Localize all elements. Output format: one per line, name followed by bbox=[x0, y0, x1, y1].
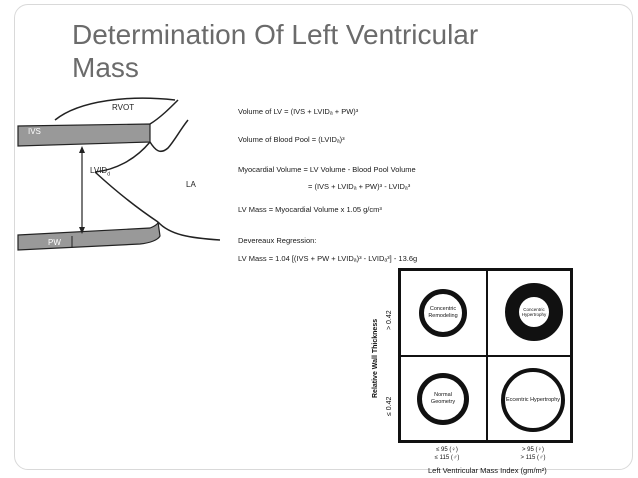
x-axis-title: Left Ventricular Mass Index (gm/m²) bbox=[428, 466, 547, 475]
lvid-arrow-head-bottom bbox=[79, 227, 85, 234]
y-lower-label: ≤ 0.42 bbox=[386, 396, 393, 416]
ivs-label: IVS bbox=[28, 127, 41, 136]
la-label: LA bbox=[186, 180, 196, 189]
x-left-labels: ≤ 95 (♀) ≤ 115 (♂) bbox=[422, 446, 472, 462]
aortic-root bbox=[149, 99, 179, 125]
eq-devereaux-title: Devereaux Regression: bbox=[238, 236, 317, 245]
ring-concentric-remodeling: Concentric Remodeling bbox=[419, 289, 467, 337]
rvot-label: RVOT bbox=[112, 103, 135, 112]
x-left-label-1: ≤ 95 (♀) bbox=[436, 447, 458, 453]
y-axis-title: Relative Wall Thickness bbox=[372, 318, 379, 398]
pw-label: PW bbox=[48, 238, 61, 247]
eq-lv-mass: LV Mass = Myocardial Volume x 1.05 g/cm³ bbox=[238, 205, 382, 214]
label-concentric-hypertrophy: Concentric Hypertrophy bbox=[521, 307, 547, 317]
eq-devereaux-formula: LV Mass = 1.04 [(IVS + PW + LVIDₐ)³ - LV… bbox=[238, 254, 418, 263]
lv-cavity-line bbox=[94, 171, 159, 223]
y-upper-label: > 0.42 bbox=[386, 310, 393, 330]
x-right-labels: > 95 (♀) > 115 (♂) bbox=[508, 446, 558, 462]
label-normal-geometry: Normal Geometry bbox=[430, 392, 456, 405]
label-eccentric-hypertrophy: Eccentric Hypertrophy bbox=[505, 396, 561, 403]
ring-normal-geometry: Normal Geometry bbox=[417, 373, 469, 425]
ring-concentric-hypertrophy: Concentric Hypertrophy bbox=[505, 283, 563, 341]
mitral-line bbox=[157, 221, 221, 241]
label-concentric-remodeling: Concentric Remodeling bbox=[428, 306, 458, 319]
x-right-label-1: > 95 (♀) bbox=[521, 447, 544, 453]
pw-wall bbox=[17, 221, 161, 251]
lv-upper-line bbox=[94, 141, 151, 173]
x-left-label-2: ≤ 115 (♂) bbox=[434, 455, 460, 461]
aortic-wall-lower bbox=[149, 119, 189, 153]
quadrant-grid: Concentric Remodeling Concentric Hypertr… bbox=[398, 268, 573, 443]
lv-diagram bbox=[17, 97, 221, 251]
eq-volume-blood: Volume of Blood Pool = (LVIDₐ)³ bbox=[238, 135, 345, 144]
slide-title: Determination Of Left Ventricular Mass bbox=[72, 18, 592, 84]
lv-geometry-chart: Relative Wall Thickness > 0.42 ≤ 0.42 Co… bbox=[370, 268, 598, 478]
title-line-1: Determination Of Left Ventricular bbox=[72, 19, 479, 50]
title-line-2: Mass bbox=[72, 52, 139, 83]
slide-frame bbox=[14, 4, 633, 470]
grid-horizontal-divider bbox=[401, 355, 570, 357]
x-right-label-2: > 115 (♂) bbox=[520, 455, 546, 461]
lvid-arrow-head-top bbox=[79, 146, 85, 153]
eq-myocardial-1: Myocardial Volume = LV Volume - Blood Po… bbox=[238, 165, 416, 174]
eq-volume-lv: Volume of LV = (IVS + LVIDₐ + PW)³ bbox=[238, 107, 359, 116]
rvot-curve bbox=[54, 97, 176, 121]
eq-myocardial-2: = (IVS + LVIDₐ + PW)³ - LVIDₐ³ bbox=[308, 182, 411, 191]
lvid-label: LVIDd bbox=[90, 166, 110, 178]
ring-eccentric-hypertrophy: Eccentric Hypertrophy bbox=[501, 368, 565, 432]
